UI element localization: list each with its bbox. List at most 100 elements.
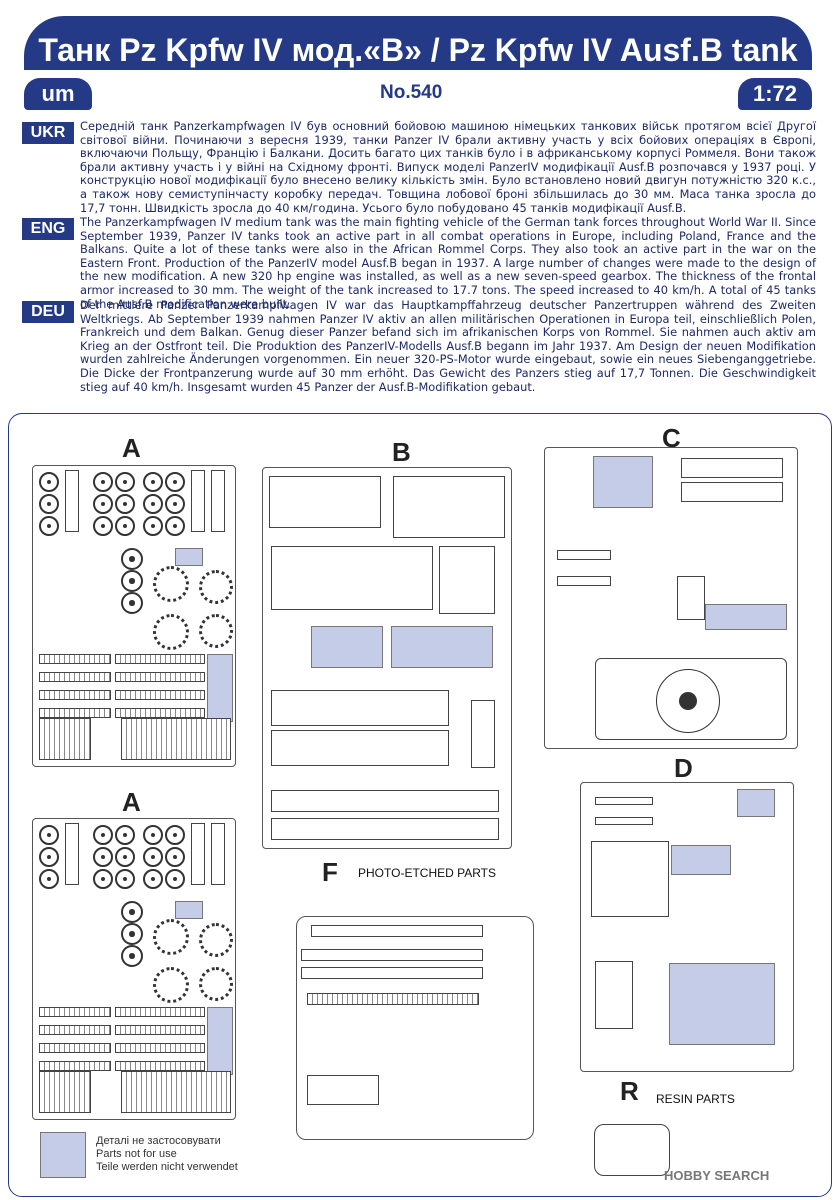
road-wheel-icon [115,472,135,492]
track-guide-part [65,823,79,885]
road-wheel-icon [39,869,59,889]
sprocket-icon [153,566,189,602]
track-link-strip [115,672,205,682]
lang-tag-ukr: UKR [22,122,74,144]
track-link-strip [121,718,231,760]
idler-wheel-icon [121,901,143,923]
pe-part-2 [301,949,483,961]
track-link-strip [39,1061,111,1071]
road-wheel-icon [165,825,185,845]
legend-deu: Teile werden nicht verwendet [96,1161,238,1173]
pe-part-5 [307,1075,379,1105]
part-d-22 [595,817,653,825]
unused-part-d1 [737,789,775,817]
legend-ukr: Деталі не застосовувати [96,1135,221,1147]
not-for-use-swatch [40,1132,86,1178]
track-link-strip [39,708,111,718]
sprue-b-small-parts [269,476,381,528]
track-guide-part [211,823,225,885]
part-c-23 [557,576,611,586]
idler-wheel-icon [121,570,143,592]
track-link-strip [39,1007,111,1017]
road-wheel-icon [39,825,59,845]
sprocket-icon [199,614,233,648]
track-link-strip [39,1025,111,1035]
road-wheel-icon [93,847,113,867]
parts-diagram-frame [8,413,832,1197]
track-link-strip [115,1007,205,1017]
sprocket-icon [199,570,233,604]
pe-part-23 [307,993,479,1005]
road-wheel-icon [93,869,113,889]
road-wheel-icon [143,847,163,867]
track-guide-part [211,470,225,532]
turret-ring-icon [656,669,720,733]
part-c-8 [681,458,783,478]
road-wheel-icon [165,869,185,889]
scale-badge: 1:72 [738,78,812,110]
turret-sides-part [591,841,669,917]
sprue-c [544,447,798,749]
road-wheel-icon [143,869,163,889]
track-link-strip [39,672,111,682]
track-link-strip [39,1043,111,1053]
road-wheel-icon [115,516,135,536]
sprue-label-b: B [392,437,411,467]
sprue-label-c: C [662,423,681,453]
unused-part-d3 [669,963,775,1045]
unused-part-b2 [391,626,493,668]
sprue-a-bottom [32,818,236,1120]
kit-number: No.540 [380,82,443,103]
road-wheel-icon [93,472,113,492]
sprue-label-r: R [620,1076,639,1106]
photo-etched-caption: PHOTO-ETCHED PARTS [358,866,497,880]
road-wheel-icon [39,847,59,867]
road-wheel-icon [165,847,185,867]
part-c-24 [677,576,705,620]
unused-part-a [207,654,233,722]
road-wheel-icon [115,825,135,845]
sprocket-icon [153,614,189,650]
lang-tag-deu: DEU [22,301,74,323]
idler-wheel-icon [121,945,143,967]
road-wheel-icon [115,494,135,514]
resin-caption: RESIN PARTS [656,1092,735,1106]
road-wheel-icon [143,494,163,514]
road-wheel-icon [165,516,185,536]
road-wheel-icon [115,847,135,867]
brand-logo: um [24,78,92,110]
hull-floor-part [271,546,433,610]
idler-wheel-icon [121,592,143,614]
unused-part-c1 [593,456,653,508]
sprue-a-top [32,465,236,767]
road-wheel-icon [39,494,59,514]
track-guide-part [191,470,205,532]
sprue-label-d: D [674,753,693,783]
idler-wheel-icon [121,548,143,570]
right-hull-side-part [271,730,449,766]
road-wheel-icon [39,516,59,536]
description-ukr: Середній танк Panzerkampfwagen IV був ос… [80,119,816,215]
part-c-22 [557,550,611,560]
track-link-strip [115,1025,205,1035]
not-for-use-legend: Деталі не застосовувати Parts not for us… [96,1135,238,1174]
sprue-label-a-bottom: A [122,787,141,817]
page-title: Танк Pz Kpfw IV мод.«B» / Pz Kpfw IV Aus… [38,32,798,68]
track-guide-part [65,470,79,532]
track-link-strip [115,1061,205,1071]
fender-part [471,700,495,768]
track-guide-part [191,823,205,885]
track-link-strip [115,690,205,700]
sprue-b [262,467,512,849]
road-wheel-icon [143,472,163,492]
title-banner: Танк Pz Kpfw IV мод.«B» / Pz Kpfw IV Aus… [24,16,812,70]
left-hull-side-part [271,690,449,726]
rear-plate-part [439,546,495,614]
sprocket-icon [199,967,233,1001]
sprocket-icon [199,923,233,957]
part-d-26 [595,797,653,805]
resin-part-1 [594,1124,670,1176]
track-link-strip [39,1071,91,1113]
unused-part-a [175,548,203,566]
road-wheel-icon [93,825,113,845]
